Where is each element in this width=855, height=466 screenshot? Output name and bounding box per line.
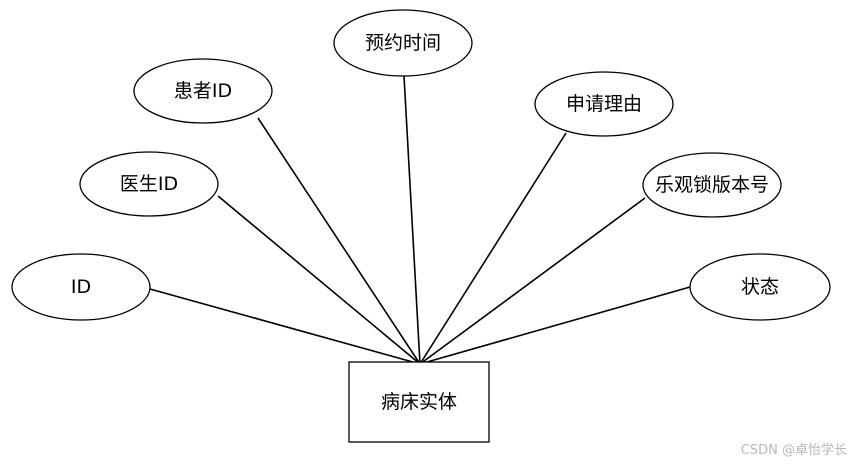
connector-doctor-id	[217, 195, 421, 365]
attribute-ellipse	[333, 9, 473, 77]
connector-application-reason	[419, 132, 567, 365]
attribute-ellipse	[133, 58, 273, 124]
connector-lines	[149, 75, 691, 365]
attribute-id: ID	[11, 253, 151, 321]
attribute-label: 申请理由	[566, 93, 642, 115]
attribute-appointment-time: 预约时间	[333, 9, 473, 77]
attribute-label: 医生ID	[120, 173, 178, 195]
attribute-status: 状态	[689, 253, 831, 321]
attribute-label: ID	[71, 276, 91, 298]
connector-appointment-time	[403, 75, 421, 365]
connector-version	[419, 197, 646, 365]
attribute-label: 状态	[741, 276, 779, 298]
attribute-ellipse	[642, 152, 782, 218]
watermark: CSDN @卓怡学长	[740, 443, 847, 458]
attribute-ellipse	[11, 253, 151, 321]
connector-id	[149, 288, 421, 365]
attribute-ellipse	[79, 151, 219, 217]
connector-patient-id	[257, 117, 421, 365]
entity-bed: 病床实体	[348, 361, 490, 443]
attribute-doctor-id: 医生ID	[79, 151, 219, 217]
attribute-ellipse	[534, 71, 674, 137]
attribute-label: 乐观锁版本号	[655, 174, 769, 196]
connector-status	[419, 286, 691, 365]
attribute-application-reason: 申请理由	[534, 71, 674, 137]
attribute-label: 患者ID	[174, 80, 232, 102]
entity-label: 病床实体	[381, 391, 457, 413]
attribute-ellipse	[689, 253, 831, 321]
entity-box	[348, 361, 490, 443]
attribute-version: 乐观锁版本号	[642, 152, 782, 218]
attribute-label: 预约时间	[365, 32, 441, 54]
attribute-patient-id: 患者ID	[133, 58, 273, 124]
